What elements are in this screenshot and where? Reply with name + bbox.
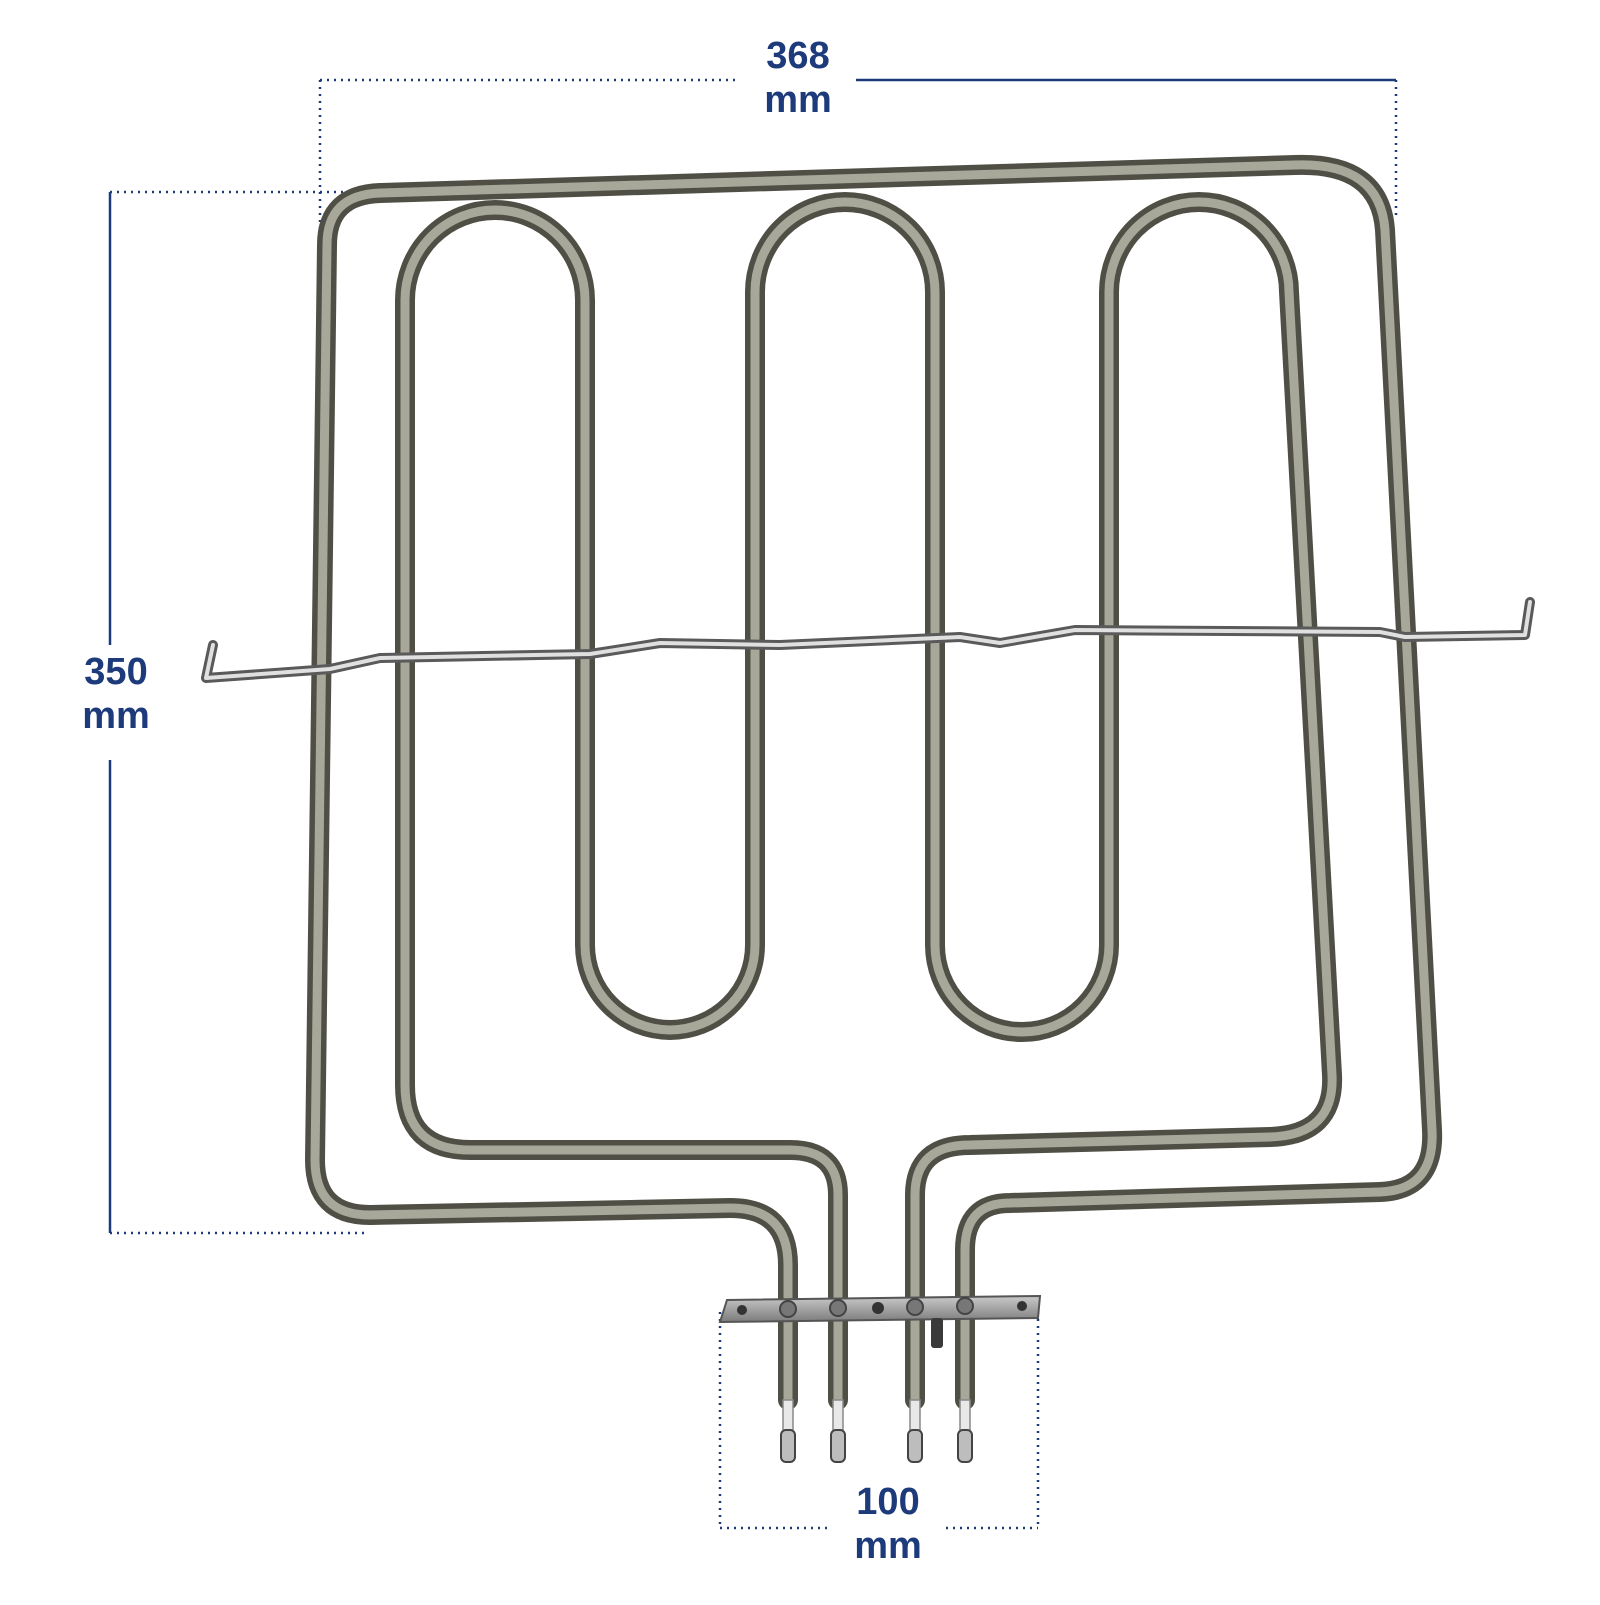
width-dimension-label: 368 mm <box>740 34 856 122</box>
outer-tube-loop <box>305 154 1443 1410</box>
support-bar <box>201 597 1535 683</box>
width-value: 368 <box>766 35 830 77</box>
terminal-spacing-unit: mm <box>854 1525 922 1567</box>
height-dimension-label: 350 mm <box>58 650 174 738</box>
terminal-pin <box>957 1399 973 1463</box>
terminal-pin <box>907 1399 923 1463</box>
height-value: 350 <box>84 651 148 693</box>
terminal-pin <box>780 1399 796 1463</box>
oven-heating-element-icon <box>305 154 1443 1410</box>
dimension-guides <box>108 78 1398 1530</box>
terminal-pins <box>780 1399 973 1463</box>
inner-tube-serpentine <box>395 192 1343 1410</box>
height-unit: mm <box>82 695 150 737</box>
terminal-pin <box>830 1399 846 1463</box>
terminal-bracket <box>718 1294 1042 1348</box>
width-unit: mm <box>764 79 832 121</box>
terminal-spacing-value: 100 <box>856 1481 920 1523</box>
terminal-spacing-dimension-label: 100 mm <box>830 1480 946 1568</box>
